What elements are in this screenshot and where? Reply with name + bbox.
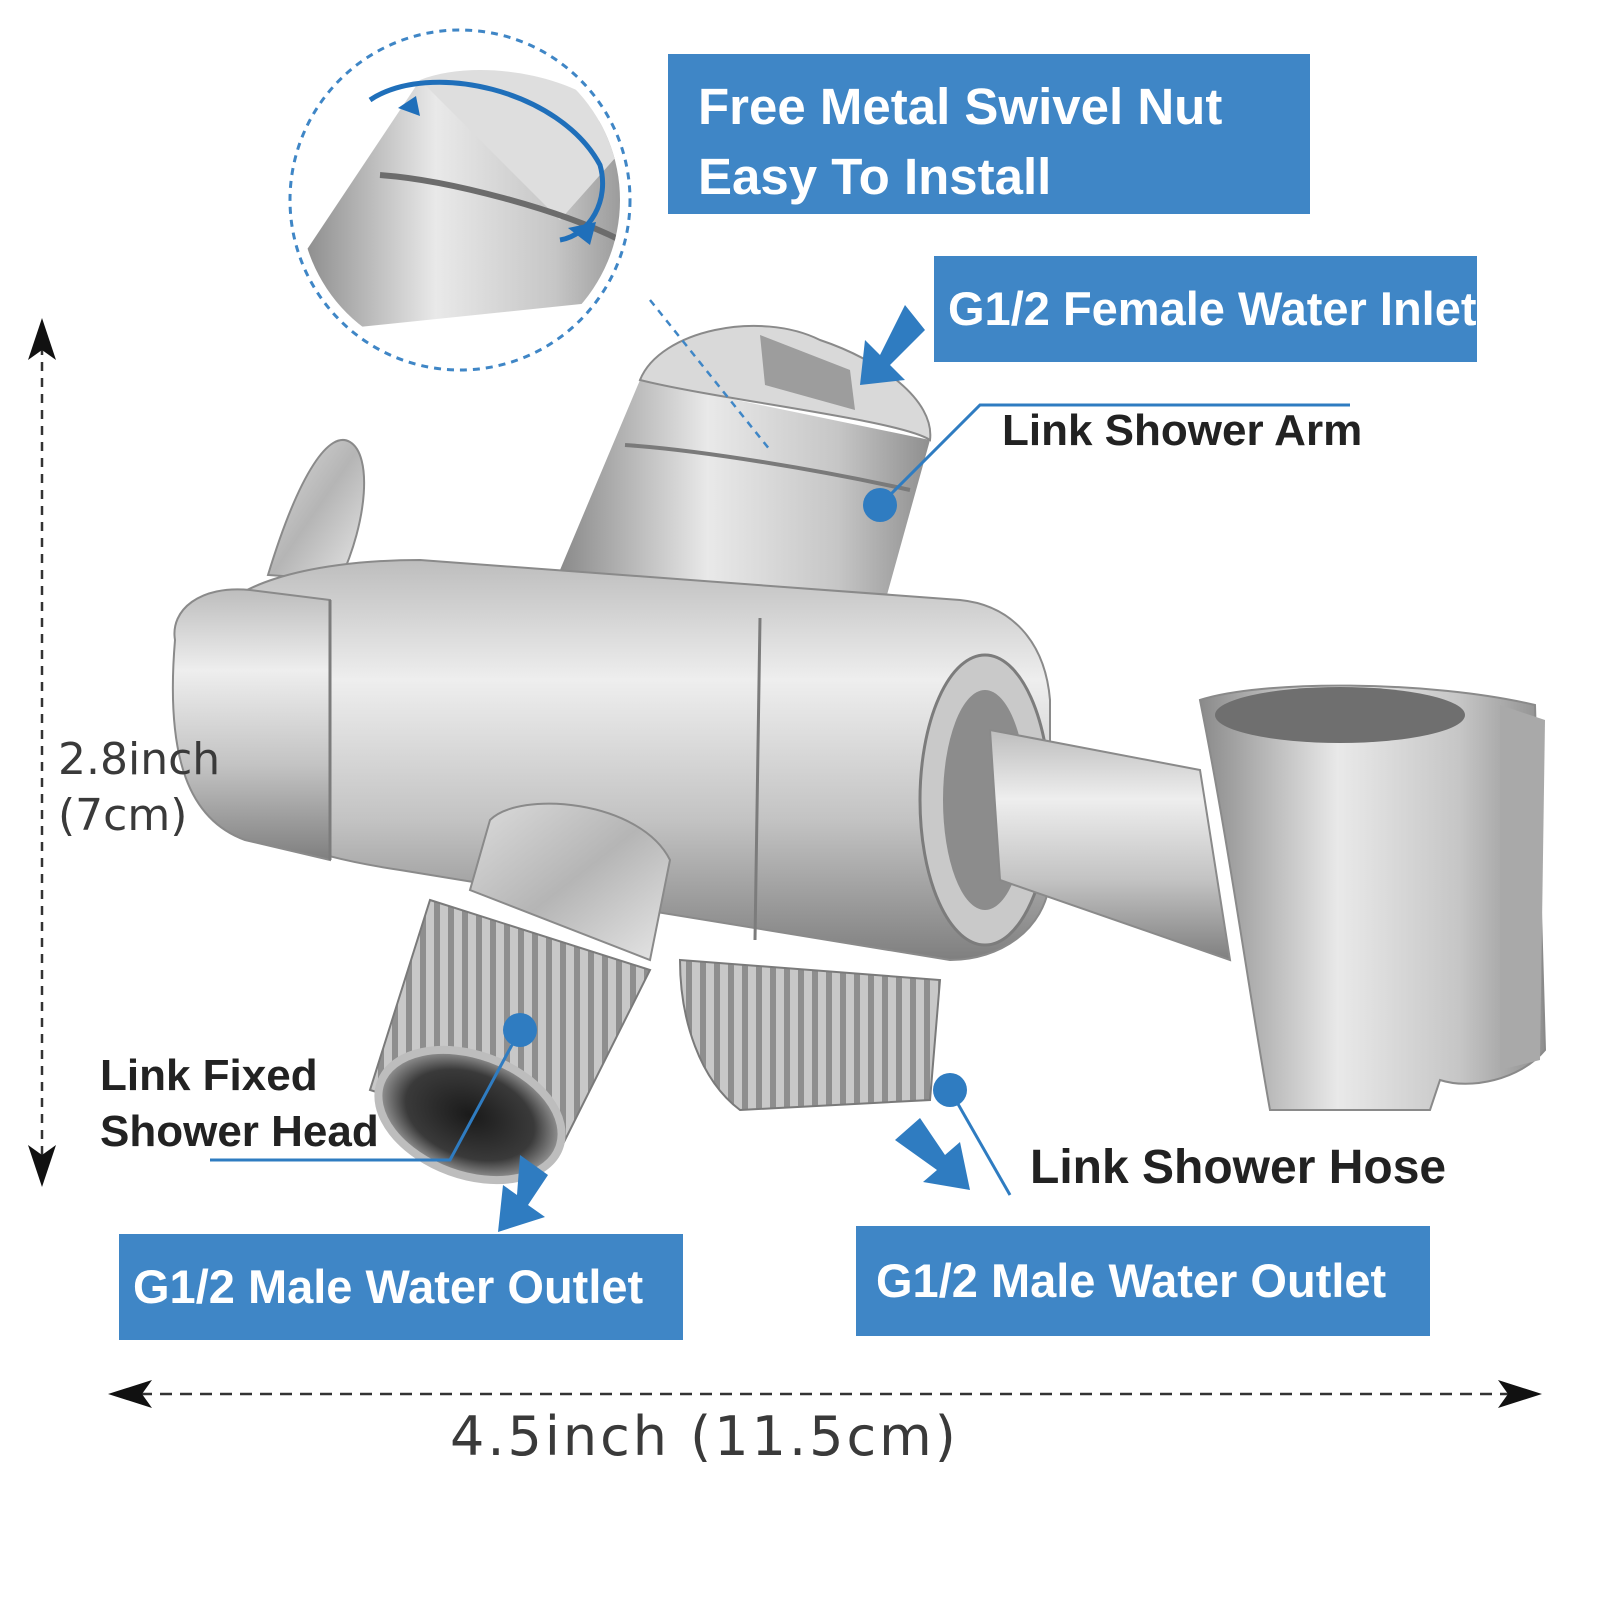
swivel-nut-closeup (288, 28, 771, 451)
diverter-valve (171, 324, 1547, 1185)
swivel-nut-line1: Free Metal Swivel Nut (698, 78, 1223, 135)
inlet-label: G1/2 Female Water Inlet (934, 256, 1477, 362)
width-dimension-label: 4.5inch (11.5cm) (450, 1405, 959, 1468)
rotation-arrow-icon (368, 79, 606, 243)
inlet-swivel-nut (560, 324, 932, 620)
pointer-dot (863, 488, 897, 522)
height-dimension-label: 2.8inch (7cm) (58, 734, 221, 841)
leader-lines (210, 403, 1350, 1196)
swivel-nut-line2: Easy To Install (698, 148, 1052, 205)
outlet-left-label: G1/2 Male Water Outlet (119, 1234, 683, 1340)
shower-hose-label: Link Shower Hose (1030, 1141, 1447, 1194)
fixed-shower-head-label: Link Fixed Shower Head (100, 1051, 379, 1156)
swivel-nut-label: Free Metal Swivel Nut Easy To Install (668, 54, 1310, 214)
left-outlet-thread (368, 802, 672, 1185)
right-outlet-thread (678, 958, 942, 1112)
width-dimension-line (108, 1380, 1542, 1408)
height-dimension-line (28, 318, 56, 1187)
down-arrow-icon (498, 305, 970, 1232)
outlet-right-label: G1/2 Male Water Outlet (856, 1226, 1430, 1336)
shower-arm-label: Link Shower Arm (1002, 406, 1363, 455)
